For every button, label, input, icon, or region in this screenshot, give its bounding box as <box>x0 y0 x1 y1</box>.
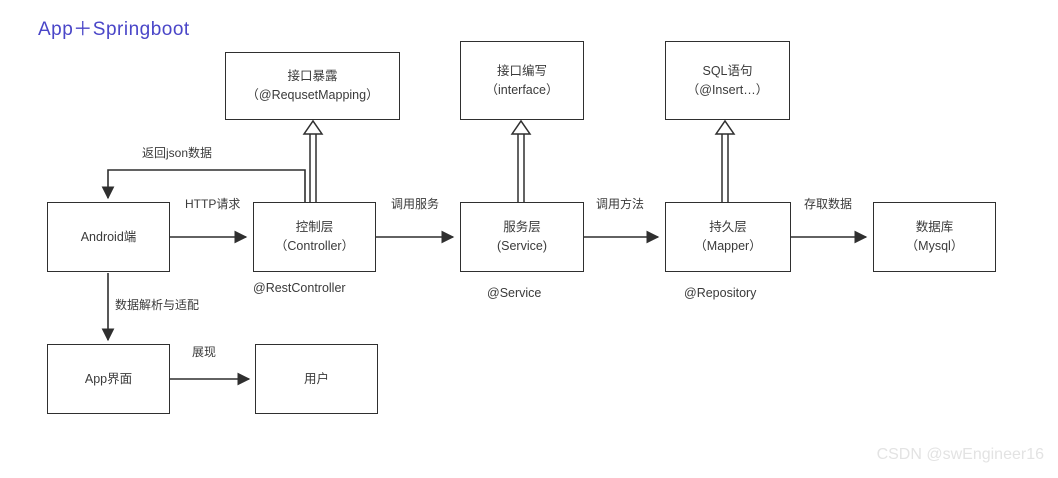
node-sql-statement[interactable]: SQL语句 （@Insert…） <box>665 41 790 120</box>
edge-return-json <box>101 169 306 202</box>
node-user-line1: 用户 <box>303 371 329 386</box>
annotation-service: @Service <box>487 286 542 300</box>
uml-edge-mapper-to-sql <box>714 119 736 202</box>
node-interface-line2: （interface） <box>485 82 559 97</box>
node-database-line1: 数据库 <box>915 220 954 235</box>
node-interface-line1: 接口编写 <box>496 63 547 78</box>
node-mapper-line1: 持久层 <box>709 220 747 235</box>
edge-label-call-service: 调用服务 <box>391 197 440 211</box>
uml-edge-controller-to-api-expose <box>302 119 324 202</box>
node-database-line2: （Mysql） <box>905 239 964 253</box>
node-sql-statement-line2: （@Insert…） <box>686 82 769 97</box>
node-app-ui-line1: App界面 <box>84 371 133 386</box>
node-android-client[interactable]: Android端 <box>47 202 170 272</box>
node-user[interactable]: 用户 <box>255 344 378 414</box>
node-sql-statement-line1: SQL语句 <box>702 63 753 78</box>
page-title: App＋Springboot <box>38 19 190 40</box>
node-controller-line2: （Controller） <box>274 239 355 253</box>
node-service-line2: (Service) <box>496 239 547 253</box>
edge-label-parse-adapt: 数据解析与适配 <box>115 298 200 312</box>
node-api-expose-line1: 接口暴露 <box>287 69 338 84</box>
node-mapper-line2: （Mapper） <box>694 239 762 253</box>
annotation-rest-controller: @RestController <box>253 281 346 295</box>
node-interface[interactable]: 接口编写 （interface） <box>460 41 584 120</box>
node-controller-line1: 控制层 <box>295 220 334 235</box>
node-controller[interactable]: 控制层 （Controller） <box>253 202 376 272</box>
node-api-expose-line2: （@RequsetMapping） <box>246 88 379 102</box>
edge-label-http-request: HTTP请求 <box>185 197 241 211</box>
node-database[interactable]: 数据库 （Mysql） <box>873 202 996 272</box>
edge-label-access-data: 存取数据 <box>804 197 853 211</box>
node-api-expose[interactable]: 接口暴露 （@RequsetMapping） <box>225 52 400 120</box>
node-service[interactable]: 服务层 (Service) <box>460 202 584 272</box>
node-app-ui[interactable]: App界面 <box>47 344 170 414</box>
edge-label-return-json: 返回json数据 <box>142 146 213 160</box>
node-mapper[interactable]: 持久层 （Mapper） <box>665 202 791 272</box>
node-android-client-line1: Android端 <box>80 229 137 244</box>
edge-label-present: 展现 <box>192 345 217 359</box>
edge-label-call-method: 调用方法 <box>596 197 645 211</box>
annotation-repository: @Repository <box>684 286 757 300</box>
watermark: CSDN @swEngineer16 <box>876 446 1044 463</box>
node-service-line1: 服务层 <box>503 220 541 235</box>
uml-edge-service-to-interface <box>510 119 532 202</box>
